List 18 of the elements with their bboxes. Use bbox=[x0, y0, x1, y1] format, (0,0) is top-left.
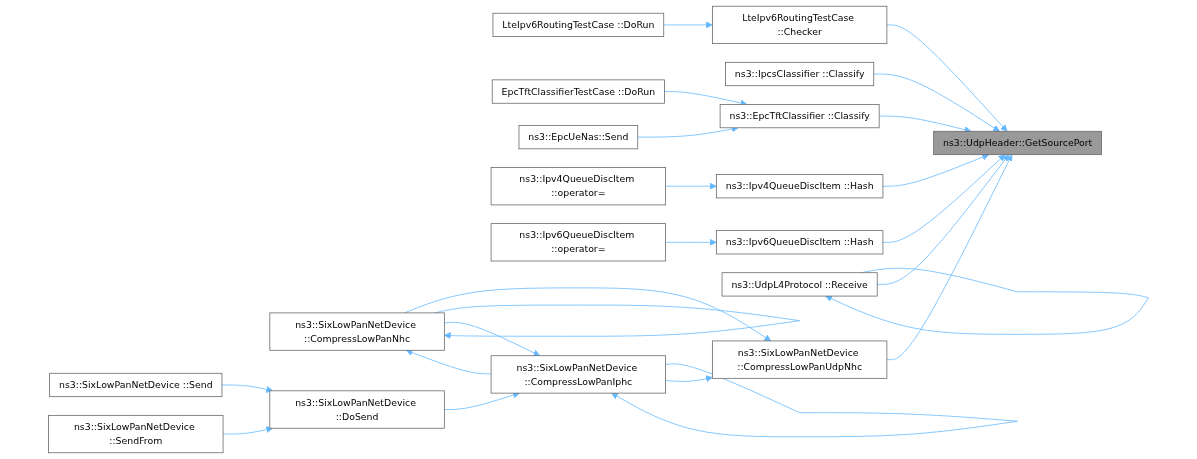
node-box: LteIpv6RoutingTestCase ::Checker bbox=[712, 5, 888, 44]
node-box: ns3::SixLowPanNetDevice ::Send bbox=[49, 372, 223, 398]
node-box: LteIpv6RoutingTestCase ::DoRun bbox=[492, 12, 665, 37]
node-box: ns3::EpcTftClassifier ::Classify bbox=[719, 104, 880, 129]
node-box: ns3::IpcsClassifier ::Classify bbox=[725, 61, 875, 87]
node-box: ns3::Ipv4QueueDiscItem ::Hash bbox=[715, 174, 884, 199]
node-box: ns3::EpcUeNas::Send bbox=[518, 125, 639, 150]
node-box: ns3::Ipv6QueueDiscItem ::operator= bbox=[490, 223, 666, 262]
node-box: ns3::UdpHeader::GetSourcePort bbox=[933, 130, 1102, 156]
node-box: ns3::Ipv4QueueDiscItem ::operator= bbox=[490, 167, 666, 206]
node-box: ns3::SixLowPanNetDevice ::CompressLowPanUdpNhc bbox=[712, 340, 888, 379]
node-box: ns3::SixLowPanNetDevice ::CompressLowPanIphc bbox=[490, 355, 666, 394]
node-box: ns3::SixLowPanNetDevice ::SendFrom bbox=[48, 415, 224, 454]
node-box: ns3::SixLowPanNetDevice ::CompressLowPanNhc bbox=[269, 312, 445, 351]
node-box: EpcTftClassifierTestCase ::DoRun bbox=[491, 79, 665, 104]
node-box: ns3::UdpL4Protocol ::Receive bbox=[721, 272, 878, 297]
node-box: ns3::SixLowPanNetDevice ::DoSend bbox=[269, 390, 445, 429]
node-box: ns3::Ipv6QueueDiscItem ::Hash bbox=[715, 230, 884, 255]
